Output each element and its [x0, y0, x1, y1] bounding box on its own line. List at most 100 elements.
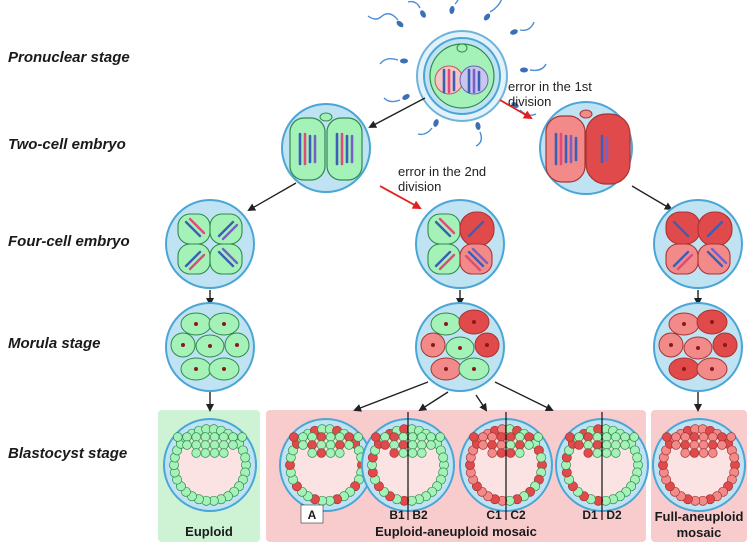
inner-cell-mass-cell — [325, 432, 336, 442]
inner-cell-mass-cell — [583, 432, 593, 442]
zygote — [416, 30, 508, 122]
inner-cell-mass-cell — [398, 432, 409, 442]
trophectoderm-cell — [438, 452, 449, 463]
inner-cell-mass-cell — [209, 432, 220, 442]
sublabel-c1: C1 — [486, 508, 502, 522]
blastocyst-a — [279, 418, 373, 512]
inner-cell-mass-cell — [417, 432, 427, 442]
inner-cell-mass-cell — [173, 432, 183, 442]
inner-cell-mass-cell — [496, 440, 507, 450]
inner-cell-mass-cell — [398, 448, 409, 458]
blastocyst-euploid — [163, 418, 257, 512]
inner-cell-mass-cell — [662, 432, 672, 442]
inner-cell-mass-cell — [407, 448, 418, 458]
stage-label-morula: Morula stage — [8, 335, 101, 352]
sperm-cluster — [367, 0, 547, 147]
inner-cell-mass-cell — [407, 440, 418, 450]
inner-cell-mass-cell — [505, 448, 516, 458]
sublabel-d1: D1 — [582, 508, 598, 522]
two-cell-embryo-aneuploid — [539, 101, 633, 195]
inner-cell-mass-cell — [524, 432, 534, 442]
sublabel-b1: B1 — [389, 508, 405, 522]
inner-cell-mass-cell — [505, 440, 516, 450]
inner-cell-mass-cell — [380, 432, 390, 442]
inner-cell-mass-cell — [289, 432, 299, 442]
sperm-heads — [396, 6, 528, 130]
inner-cell-mass-cell — [487, 448, 497, 458]
arrow-morula-to-blast-b — [418, 391, 449, 412]
inner-cell-mass-cell — [307, 432, 317, 442]
inner-cell-mass-cell — [680, 440, 690, 450]
inner-cell-mass-cell — [426, 432, 436, 442]
sublabel-d2: D2 — [606, 508, 622, 522]
stage-label-blastocyst: Blastocyst stage — [8, 445, 127, 462]
blastocyst-full-aneuploid — [652, 418, 746, 512]
trophectoderm-cell — [240, 452, 251, 463]
inner-cell-mass-cell — [209, 440, 220, 450]
inner-cell-mass-cell — [708, 440, 718, 450]
inner-cell-mass-cell — [620, 440, 630, 450]
sublabels: A B1 B2 C1 C2 D1 D2 — [300, 504, 622, 524]
inner-cell-mass-cell — [316, 432, 327, 442]
inner-cell-mass-cell — [671, 432, 681, 442]
inner-cell-mass-cell — [389, 448, 399, 458]
inner-cell-mass-cell — [601, 440, 612, 450]
inner-cell-mass-cell — [209, 448, 220, 458]
inner-cell-mass-cell — [200, 448, 211, 458]
inner-cell-mass-cell — [191, 432, 201, 442]
inner-cell-mass-cell — [583, 440, 593, 450]
inner-cell-mass-cell — [478, 432, 488, 442]
inner-cell-mass-cell — [583, 448, 593, 458]
inner-cell-mass-cell — [698, 448, 709, 458]
inner-cell-mass-cell — [601, 448, 612, 458]
stage-label-pronuclear: Pronuclear stage — [8, 49, 130, 66]
stage-label-two-cell: Two-cell embryo — [8, 136, 126, 153]
inner-cell-mass-cell — [487, 440, 497, 450]
inner-cell-mass-cell — [611, 448, 621, 458]
inner-cell-mass-cell — [380, 440, 390, 450]
inner-cell-mass-cell — [182, 432, 192, 442]
inner-cell-mass-cell — [505, 432, 516, 442]
inner-cell-mass-cell — [611, 432, 621, 442]
arrows — [206, 97, 702, 412]
inner-cell-mass-cell — [316, 448, 327, 458]
sublabel-b2: B2 — [412, 508, 428, 522]
inner-cell-mass-cell — [417, 448, 427, 458]
morula-euploid — [165, 302, 255, 392]
outcome-mosaic: Euploid-aneuploid mosaic — [375, 524, 537, 539]
inner-cell-mass-cell — [565, 432, 575, 442]
arrow-morula-to-blast-a — [353, 381, 429, 412]
trophectoderm-cell — [536, 452, 547, 463]
sublabel-a: A — [308, 508, 317, 522]
inner-cell-mass-cell — [592, 440, 603, 450]
inner-cell-mass-cell — [629, 432, 639, 442]
inner-cell-mass-cell — [620, 432, 630, 442]
inner-cell-mass-cell — [533, 432, 543, 442]
inner-cell-mass-cell — [496, 432, 507, 442]
outcome-full-line1: Full-aneuploid — [655, 509, 744, 524]
inner-cell-mass-cell — [611, 440, 621, 450]
inner-cell-mass-cell — [515, 432, 525, 442]
arrow-two-cell-to-four-cell-left — [247, 182, 297, 211]
inner-cell-mass-cell — [228, 440, 238, 450]
annotation-error-first-line2: division — [508, 94, 551, 109]
inner-cell-mass-cell — [344, 440, 354, 450]
inner-cell-mass-cell — [708, 448, 718, 458]
inner-cell-mass-cell — [344, 432, 354, 442]
four-cell-embryo-aneuploid — [653, 199, 743, 289]
split-lines — [407, 412, 603, 520]
inner-cell-mass-cell — [219, 432, 229, 442]
inner-cell-mass-cell — [524, 440, 534, 450]
inner-cell-mass-cell — [469, 432, 479, 442]
morula-aneuploid — [653, 302, 743, 392]
inner-cell-mass-cell — [717, 440, 727, 450]
inner-cell-mass-cell — [325, 440, 336, 450]
inner-cell-mass-cell — [335, 448, 345, 458]
inner-cell-mass-cell — [592, 432, 603, 442]
annotation-error-second-line1: error in the 2nd — [398, 164, 486, 179]
inner-cell-mass-cell — [680, 448, 690, 458]
inner-cell-mass-cell — [353, 432, 363, 442]
inner-cell-mass-cell — [228, 432, 238, 442]
inner-cell-mass-cell — [435, 432, 445, 442]
inner-cell-mass-cell — [307, 448, 317, 458]
